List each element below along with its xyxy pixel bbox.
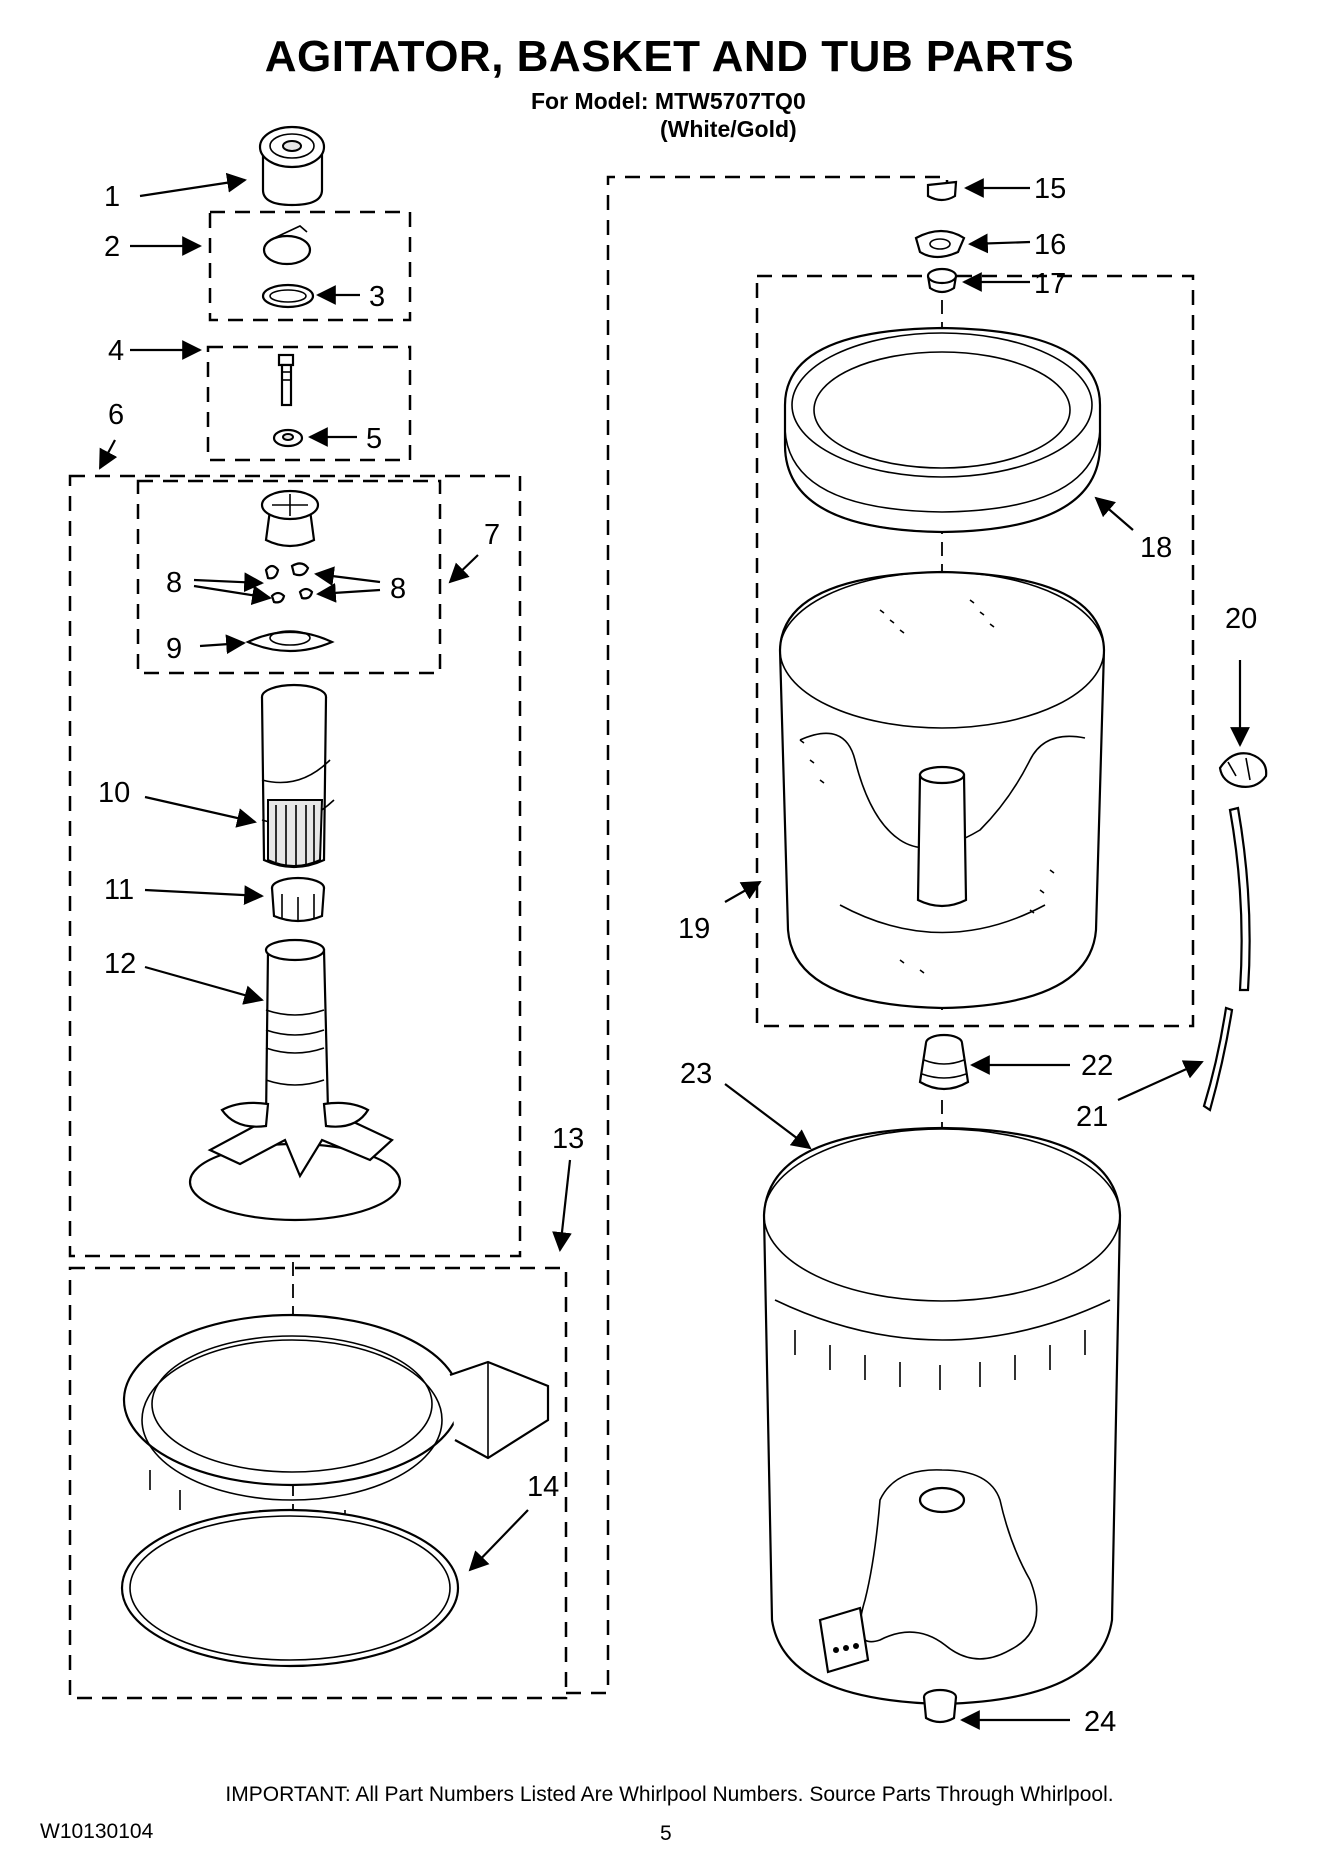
callout-4: 4: [108, 335, 124, 367]
callout-8-right: 8: [390, 573, 406, 605]
callout-13: 13: [552, 1123, 584, 1155]
part-basket-nut: [926, 180, 958, 202]
callout-1: 1: [104, 181, 120, 213]
group-box-18-19: [755, 274, 1195, 1028]
callout-20: 20: [1225, 603, 1257, 635]
part-drain-hose: [1202, 806, 1251, 1112]
part-tub-plug: [922, 1688, 958, 1724]
callout-9: 9: [166, 633, 182, 665]
part-hose-clip: [1218, 752, 1268, 788]
model-variant: (White/Gold): [660, 116, 797, 142]
callout-21: 21: [1076, 1101, 1108, 1133]
callout-19: 19: [678, 913, 710, 945]
group-box-13: [68, 1266, 568, 1700]
part-tub-ring: [122, 1313, 550, 1530]
part-agitator-bolt: [277, 353, 295, 407]
callout-23: 23: [680, 1058, 712, 1090]
callout-10: 10: [98, 777, 130, 809]
model-number-line: For Model: MTW5707TQ0: [531, 88, 806, 114]
part-balance-ring: [783, 326, 1102, 534]
leader-lines: [99, 172, 1250, 1730]
part-agitator-barrel: [260, 683, 335, 869]
page-number: 5: [660, 1822, 672, 1845]
callout-7: 7: [484, 519, 500, 551]
part-agitator-base: [188, 938, 402, 1222]
group-box-7: [136, 479, 442, 675]
part-agitator-cam: [260, 489, 320, 548]
callout-14: 14: [527, 1471, 559, 1503]
callout-11: 11: [104, 874, 134, 906]
part-bushing: [926, 267, 958, 294]
callout-5: 5: [366, 423, 382, 455]
callout-12: 12: [104, 948, 136, 980]
part-outer-tub: [762, 1126, 1122, 1706]
part-drive-hub: [918, 1033, 970, 1091]
callout-15: 15: [1034, 173, 1066, 205]
part-agitator-dogs: [264, 562, 314, 604]
page-title: AGITATOR, BASKET AND TUB PARTS: [264, 32, 1075, 81]
callout-16: 16: [1034, 229, 1066, 261]
callout-3: 3: [369, 281, 385, 313]
part-washer: [272, 428, 304, 448]
part-bearing: [270, 876, 326, 923]
part-cam-ring: [245, 630, 335, 653]
group-box-2-3: [208, 210, 412, 322]
part-tub-seal-ring: [120, 1508, 460, 1668]
callout-24: 24: [1084, 1706, 1116, 1738]
part-wash-basket: [778, 570, 1106, 1010]
callout-18: 18: [1140, 532, 1172, 564]
part-agitator-cap: [258, 125, 326, 207]
part-hub-plate: [914, 229, 966, 259]
part-cam-seal: [262, 225, 312, 266]
callout-8-left: 8: [166, 567, 182, 599]
group-box-4-5: [206, 345, 412, 462]
group-box-6: [68, 474, 522, 1258]
callout-2: 2: [104, 231, 120, 263]
important-note: IMPORTANT: All Part Numbers Listed Are W…: [225, 1783, 1114, 1806]
callout-6: 6: [108, 399, 124, 431]
callout-17: 17: [1034, 268, 1066, 300]
part-o-ring: [261, 283, 315, 309]
document-number: W10130104: [40, 1820, 154, 1843]
callout-22: 22: [1081, 1050, 1113, 1082]
